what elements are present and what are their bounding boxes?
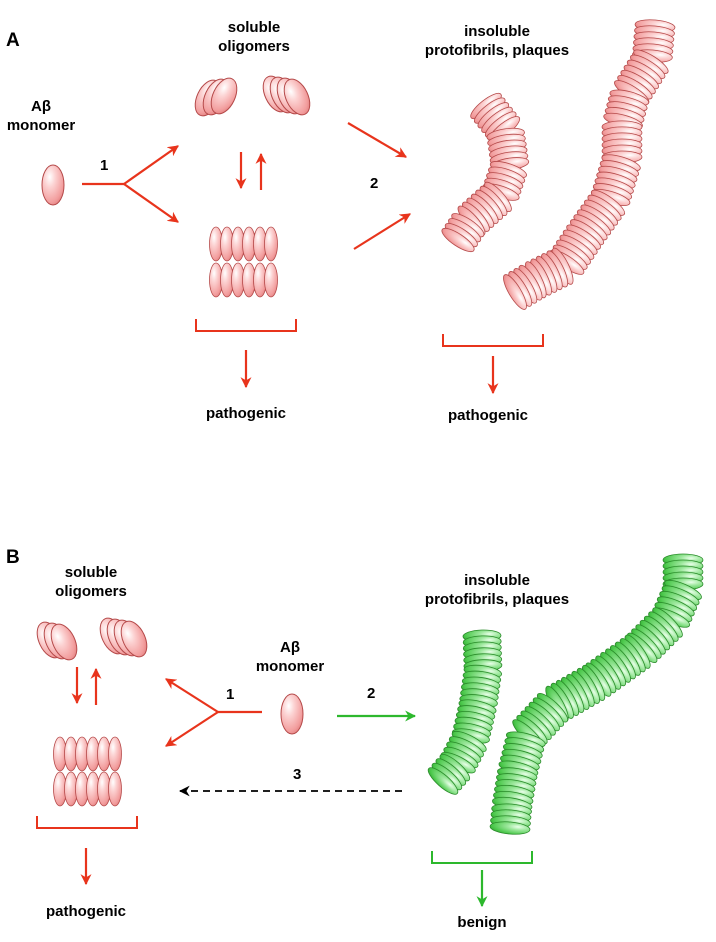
oligomers-label-b-line1: soluble [64, 564, 118, 581]
oligomer-stack-b1 [36, 621, 78, 661]
pathogenic-label-a-left: pathogenic [205, 405, 286, 422]
panel-label-b: B [6, 547, 20, 568]
bracket-pathogenic-a-left [195, 319, 297, 389]
monomer-label-a: Aβ monomer [5, 97, 77, 135]
step-1-split-arrows-a [82, 145, 179, 223]
monomer-label-a-line1: Aβ [31, 98, 51, 115]
step-1-label-b: 1 [226, 686, 235, 703]
fibrils-label-a-line2: protofibrils, plaques [424, 42, 570, 59]
bracket-benign-b [431, 851, 533, 908]
fibril-short-a [441, 92, 530, 253]
fibril-disk [427, 767, 459, 795]
bracket-pathogenic-b [36, 816, 138, 886]
monomer-label-a-line2: monomer [6, 117, 76, 134]
benign-label-b: benign [457, 914, 507, 931]
fibril-disk [503, 274, 527, 310]
monomer-a [41, 164, 65, 206]
fibrils-label-b: insoluble protofibrils, plaques [412, 571, 582, 609]
fibril-disk [489, 821, 531, 835]
oligomer-stack-a1 [194, 77, 238, 117]
oligomer-block-a [209, 226, 278, 298]
fibril-short-b [427, 629, 503, 795]
equilibrium-arrows-a [235, 152, 267, 190]
bracket-pathogenic-a-right [442, 334, 544, 395]
fibril-disk [441, 227, 475, 253]
oligomers-label-a: soluble oligomers [199, 18, 309, 56]
fibrils-label-b-line2: protofibrils, plaques [424, 591, 570, 608]
pathogenic-label-a-right: pathogenic [447, 407, 528, 424]
step-1-label-a: 1 [100, 157, 109, 174]
fibrils-label-b-line1: insoluble [464, 572, 530, 589]
oligomer-block-b [53, 736, 122, 807]
step-1-split-arrows-b [165, 678, 262, 747]
oligomers-label-a-line1: soluble [227, 19, 281, 36]
fibril-long-a [503, 19, 676, 310]
step-2-label-a: 2 [370, 175, 379, 192]
monomer-label-b-line2: monomer [255, 658, 325, 675]
panel-a [41, 19, 676, 395]
fibrils-label-a: insoluble protofibrils, plaques [412, 22, 582, 60]
panel-label-a: A [6, 30, 20, 51]
step-2-label-b: 2 [367, 685, 376, 702]
monomer-label-b-line1: Aβ [280, 639, 300, 656]
fibrils-label-a-line1: insoluble [464, 23, 530, 40]
oligomers-label-b: soluble oligomers [36, 563, 146, 601]
oligomers-label-a-line2: oligomers [218, 38, 290, 55]
fibril-long-b [489, 553, 704, 835]
pathogenic-label-b: pathogenic [45, 903, 126, 920]
oligomer-stack-a2 [262, 75, 311, 116]
oligomer-stack-b2 [99, 617, 148, 658]
step-2-arrows-a [347, 122, 411, 250]
monomer-label-b: Aβ monomer [250, 638, 330, 676]
panel-b [36, 553, 704, 908]
equilibrium-arrows-b [71, 667, 102, 705]
step-3-label-b: 3 [293, 766, 302, 783]
monomer-b [280, 693, 304, 735]
oligomers-label-b-line2: oligomers [55, 583, 127, 600]
